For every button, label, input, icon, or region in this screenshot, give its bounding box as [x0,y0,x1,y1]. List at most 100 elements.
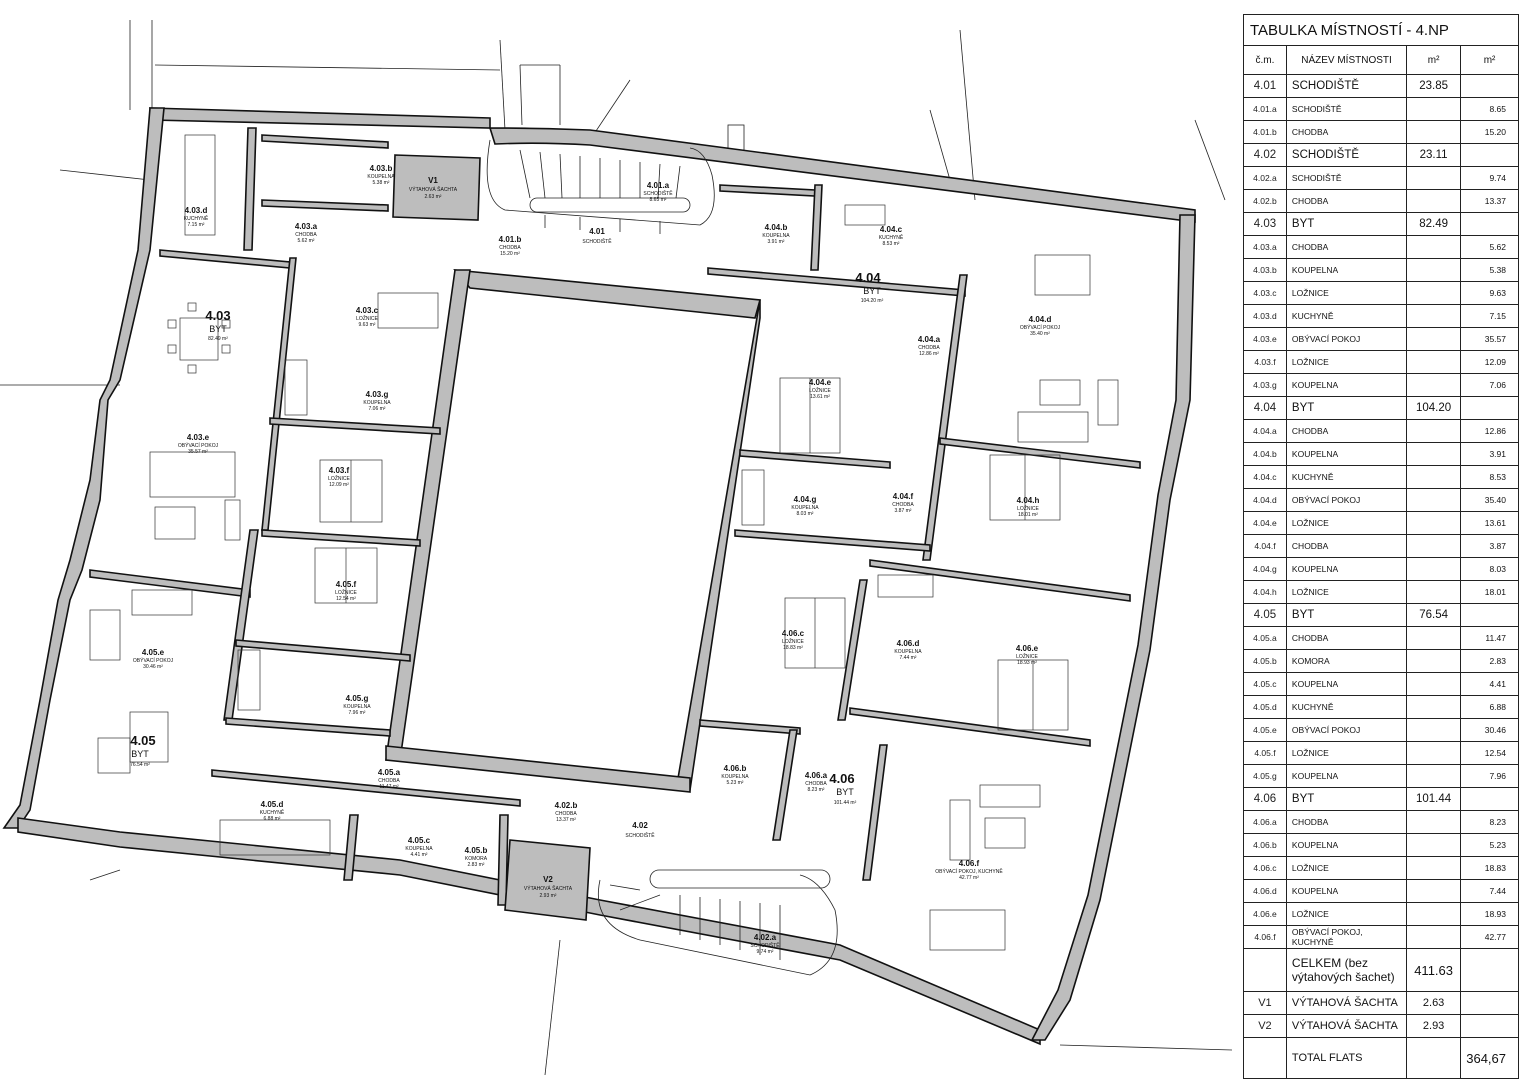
room-name: KOUPELNA [1285,442,1408,466]
area-sub [1460,396,1519,420]
svg-text:7.44 m²: 7.44 m² [900,655,917,661]
room-number: 4.05.d [1243,695,1287,719]
svg-text:4.03.b: 4.03.b [370,164,393,173]
area-sub [1460,143,1519,167]
furniture [89,134,1119,951]
room-number: 4.05.e [1243,718,1287,742]
area-main: 101.44 [1406,787,1462,811]
area-sub: 5.62 [1460,235,1519,259]
svg-text:4.02.a: 4.02.a [754,933,777,942]
svg-text:5.23 m²: 5.23 m² [727,780,744,786]
svg-text:4.06.d: 4.06.d [897,639,920,648]
room-name: BYT [1285,396,1408,420]
svg-text:4.04.f: 4.04.f [893,492,914,501]
area-main [1406,902,1462,926]
room-name: SCHODIŠTĚ [1285,97,1408,121]
room-number: 4.03.d [1243,304,1287,328]
area-sub: 9.74 [1460,166,1519,190]
area-main [1406,856,1462,880]
area-sub: 8.23 [1460,810,1519,834]
svg-text:4.05: 4.05 [130,733,155,748]
room-number: 4.06.e [1243,902,1287,926]
room-name: KOMORA [1285,649,1408,673]
area-sub: 2.83 [1460,649,1519,673]
svg-text:76.54 m²: 76.54 m² [130,762,150,768]
area-main [1406,833,1462,857]
svg-text:7.15 m²: 7.15 m² [188,222,205,228]
svg-text:5.38 m²: 5.38 m² [373,180,390,186]
svg-text:101.44 m²: 101.44 m² [834,800,857,806]
area-main [1406,189,1462,213]
area-sub: 9.63 [1460,281,1519,305]
room-number: 4.03.g [1243,373,1287,397]
svg-text:4.04.e: 4.04.e [809,378,832,387]
svg-text:8.03 m²: 8.03 m² [797,511,814,517]
svg-text:4.04: 4.04 [855,270,881,285]
room-name: LOŽNICE [1285,281,1408,305]
room-name: BYT [1285,787,1408,811]
svg-text:LOŽNICE: LOŽNICE [1016,652,1038,660]
svg-text:KOUPELNA: KOUPELNA [894,649,922,655]
area-main [1406,580,1462,604]
svg-text:12.09 m²: 12.09 m² [329,482,349,488]
area-sub [1460,603,1519,627]
area-sub: 4.41 [1460,672,1519,696]
svg-text:35.57 m²: 35.57 m² [188,449,208,455]
svg-text:35.40 m²: 35.40 m² [1030,331,1050,337]
header-area-main: m² [1406,45,1462,75]
area-main [1406,649,1462,673]
svg-text:OBÝVACÍ POKOJ: OBÝVACÍ POKOJ [178,442,219,449]
svg-text:4.06.b: 4.06.b [724,764,747,773]
svg-text:8.53 m²: 8.53 m² [883,241,900,247]
area-sub: 15.20 [1460,120,1519,144]
room-number: 4.06 [1243,787,1287,811]
stair-4-02 [598,869,838,976]
room-name: KUCHYNĚ [1285,465,1408,489]
area-main [1406,166,1462,190]
area-main: 82.49 [1406,212,1462,236]
svg-text:6.88 m²: 6.88 m² [264,816,281,822]
room-number: 4.06.b [1243,833,1287,857]
svg-text:CHODBA: CHODBA [555,811,577,817]
header-area-sub: m² [1460,45,1519,75]
area-sub: 3.87 [1460,534,1519,558]
area-sub: 7.96 [1460,764,1519,788]
stair-4-01 [486,139,715,234]
svg-text:7.06 m²: 7.06 m² [369,406,386,412]
svg-text:12.54 m²: 12.54 m² [336,596,356,602]
svg-text:OBÝVACÍ POKOJ: OBÝVACÍ POKOJ [133,657,174,664]
table-title-row: TABULKA MÍSTNOSTÍ - 4.NP [1243,14,1519,46]
area-main [1406,810,1462,834]
area-main [1406,465,1462,489]
room-number: 4.04.a [1243,419,1287,443]
svg-text:18.93 m²: 18.93 m² [1017,660,1037,666]
svg-text:4.03: 4.03 [205,308,230,323]
area-sub: 8.03 [1460,557,1519,581]
area-sub: 13.61 [1460,511,1519,535]
room-number: 4.05.b [1243,649,1287,673]
area-main [1406,695,1462,719]
svg-text:LOŽNICE: LOŽNICE [328,474,350,482]
